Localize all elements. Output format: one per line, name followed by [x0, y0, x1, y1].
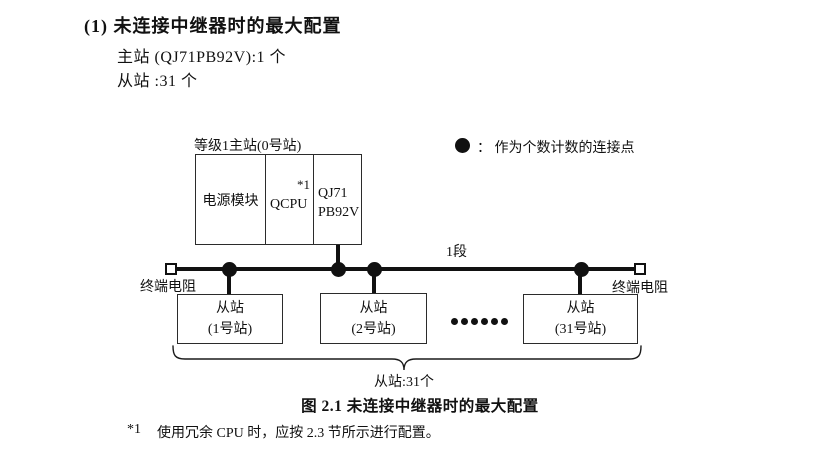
- slave-station-number: (1号站): [207, 322, 253, 337]
- slave-station-2-box: 从站 (2号站): [320, 293, 427, 344]
- bus-line: [176, 267, 637, 271]
- power-module-cell: 电源模块: [196, 155, 266, 244]
- slave-station-31-box: 从站 (31号站): [523, 294, 638, 344]
- footnote: *1 使用冗余 CPU 时，应按 2.3 节所示进行配置。: [127, 422, 440, 442]
- terminating-resistor-left-icon: [165, 263, 177, 275]
- connection-dot-icon: [331, 262, 346, 277]
- slave-total-label: 从站:31个: [374, 375, 434, 390]
- legend-text: ： 作为个数计数的连接点: [477, 141, 635, 156]
- pb92v-module-cell: QJ71 PB92V: [314, 155, 361, 244]
- connection-dot-icon: [222, 262, 237, 277]
- cpu-module-label: QCPU: [270, 197, 308, 212]
- slave-count-line: 从站 :31 个: [117, 73, 198, 90]
- section-heading: (1) 未连接中继器时的最大配置: [84, 16, 342, 36]
- connection-dot-icon: [574, 262, 589, 277]
- connection-dot-icon: [367, 262, 382, 277]
- slave2-drop-line: [372, 269, 376, 295]
- cpu-module-cell: *1 QCPU: [266, 155, 314, 244]
- slave-label: 从站: [359, 300, 388, 316]
- slave-station-number: (2号站): [351, 321, 396, 337]
- terminating-resistor-right-icon: [634, 263, 646, 275]
- slave-label: 从站: [216, 301, 244, 316]
- cpu-footnote-marker: *1: [297, 177, 310, 192]
- master-count-line: 主站 (QJ71PB92V):1 个: [117, 49, 287, 66]
- slave1-drop-line: [227, 269, 231, 295]
- master-station-box: 电源模块 *1 QCPU QJ71 PB92V: [195, 154, 362, 245]
- ellipsis-dots-icon: [451, 318, 508, 325]
- master-drop-line: [336, 245, 340, 269]
- terminating-resistor-left-label: 终端电阻: [140, 280, 196, 295]
- footnote-marker: *1: [127, 422, 141, 437]
- terminating-resistor-right-label: 终端电阻: [612, 281, 668, 296]
- pb92v-label-line2: PB92V: [318, 204, 360, 220]
- slave-station-number: (31号站): [554, 322, 607, 337]
- slave-station-1-box: 从站 (1号站): [177, 294, 283, 344]
- figure-caption: 图 2.1 未连接中继器时的最大配置: [301, 398, 539, 415]
- master-station-label: 等级1主站(0号站): [194, 139, 302, 154]
- legend-connection-dot-icon: [455, 138, 470, 153]
- slave31-drop-line: [578, 269, 582, 295]
- segment-label: 1段: [446, 245, 467, 260]
- pb92v-label-line1: QJ71: [318, 185, 348, 201]
- slave-label: 从站: [566, 301, 595, 316]
- footnote-text: 使用冗余 CPU 时，应按 2.3 节所示进行配置。: [157, 426, 440, 441]
- slave-group-brace: [172, 345, 642, 371]
